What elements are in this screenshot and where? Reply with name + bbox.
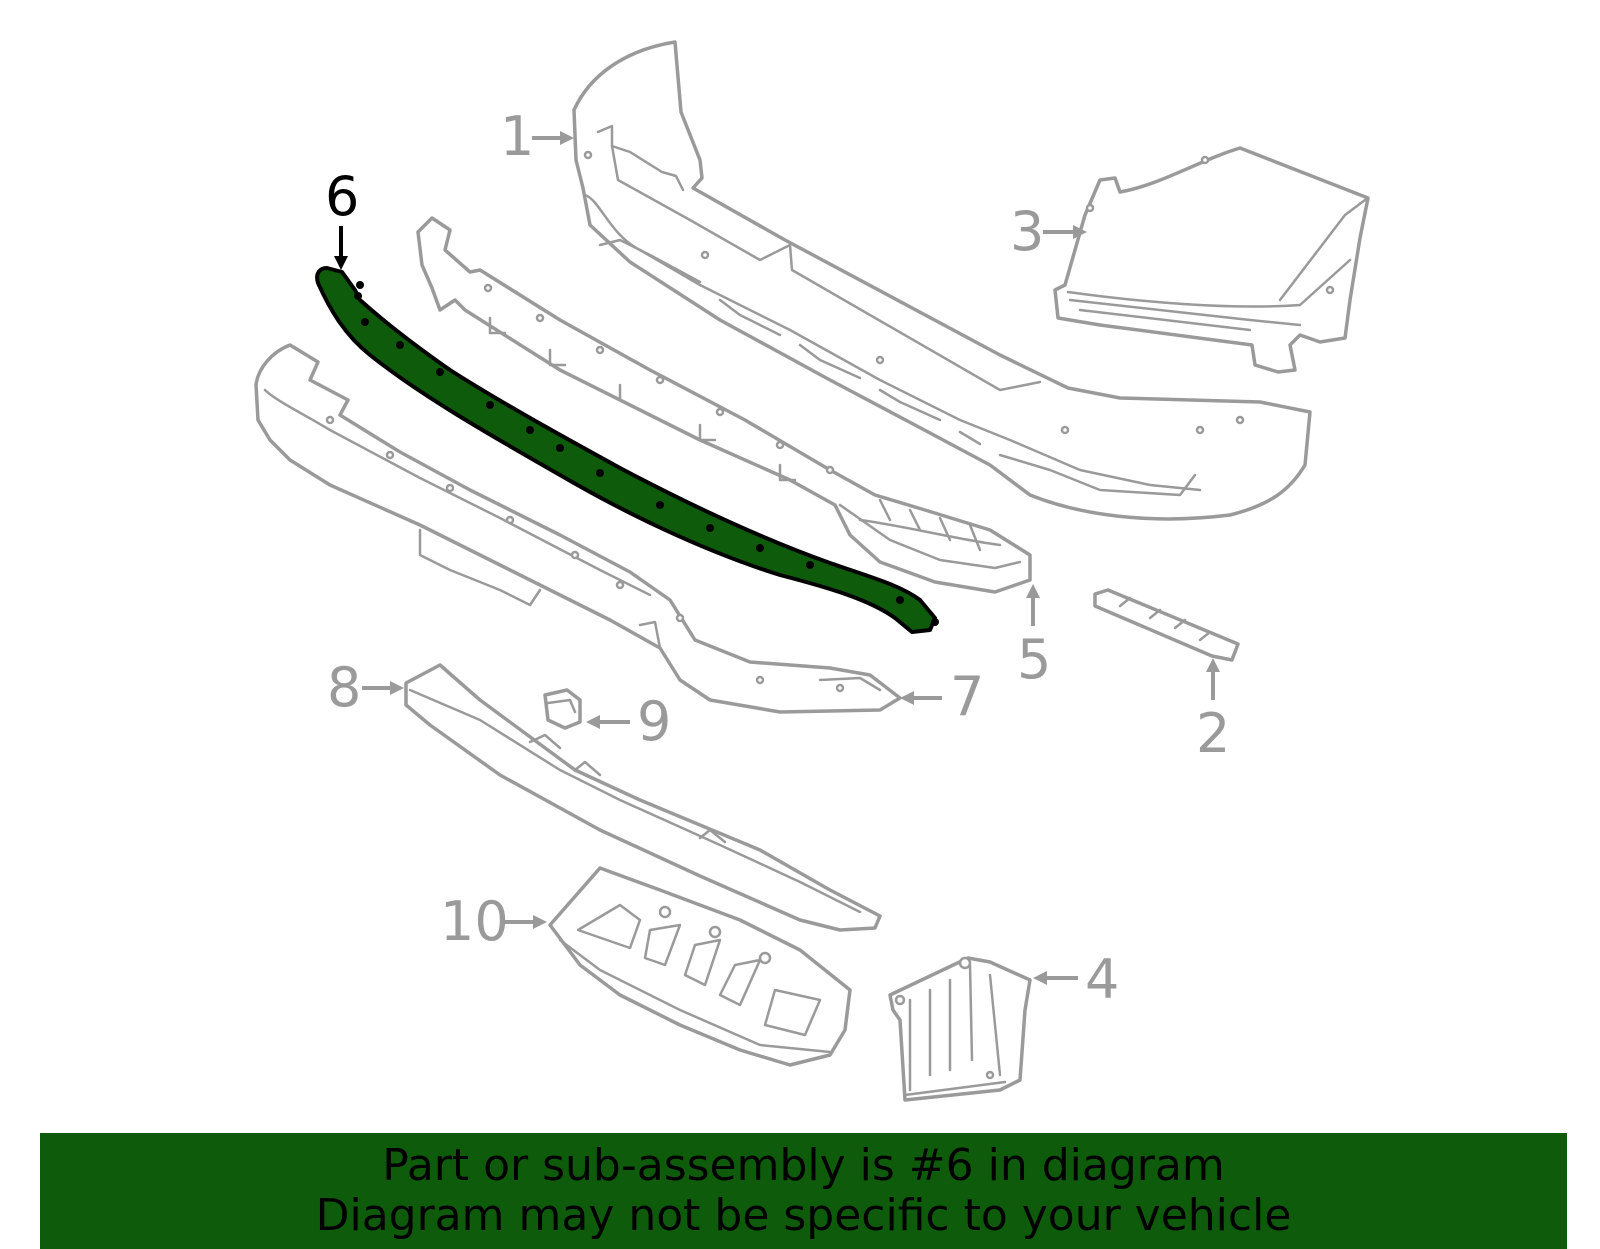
callout-3: 3 [1010,200,1087,263]
svg-text:3: 3 [1010,200,1044,263]
part-1-bumper-cover[interactable] [572,40,1312,521]
svg-text:8: 8 [327,656,361,719]
svg-text:10: 10 [440,890,509,953]
part-2-bracket[interactable] [1093,588,1240,662]
callout-10: 10 [440,890,547,953]
part-6-clips [354,281,939,626]
callout-9: 9 [586,690,671,753]
banner-line-part: Part or sub-assembly is #6 in diagram [382,1140,1225,1191]
part-6-trim-molding[interactable] [315,266,939,634]
svg-text:7: 7 [950,665,984,728]
part-9-clip[interactable] [543,688,582,730]
callout-5: 5 [1017,584,1051,691]
svg-text:1: 1 [500,105,534,168]
svg-text:6: 6 [325,165,359,228]
svg-text:2: 2 [1196,702,1230,765]
callout-8: 8 [327,656,404,719]
part-5-reinforcement[interactable] [416,216,1032,594]
callout-2: 2 [1196,658,1230,765]
callout-1: 1 [500,105,574,168]
part-3-side-bracket[interactable] [1053,146,1370,374]
part-4-mount-bracket[interactable] [888,956,1032,1102]
callout-4: 4 [1033,948,1119,1011]
info-banner: Part or sub-assembly is #6 in diagram Di… [40,1133,1567,1249]
svg-text:4: 4 [1085,948,1119,1011]
part-10-skid-plate[interactable] [548,866,852,1067]
part-7-lower-valance[interactable] [254,343,902,714]
part-8-trim-strip[interactable] [404,663,882,932]
callout-6: 6 [325,165,359,270]
svg-text:9: 9 [637,690,671,753]
banner-line-disclaimer: Diagram may not be specific to your vehi… [315,1190,1292,1241]
callout-7: 7 [900,665,984,728]
svg-text:5: 5 [1017,628,1051,691]
